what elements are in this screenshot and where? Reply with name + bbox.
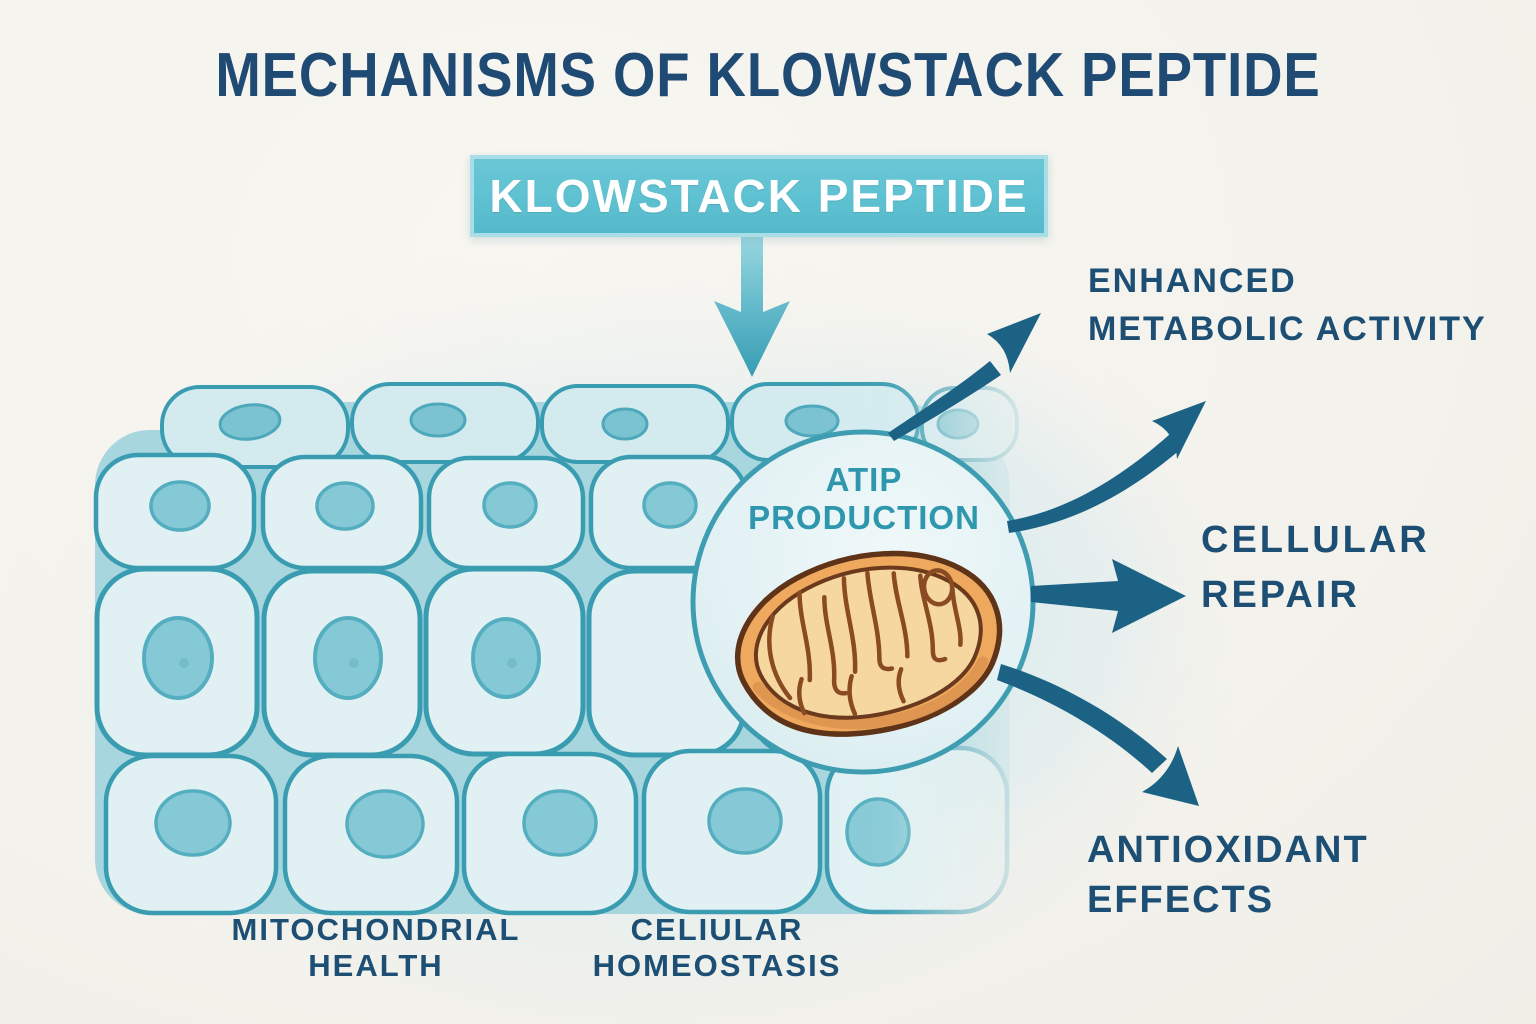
nucleolus [179, 658, 189, 668]
crista [797, 676, 807, 716]
crista [767, 614, 793, 701]
label-mitochondrial-health: MITOCHONDRIAL HEALTH [206, 912, 546, 984]
klowstack-peptide-banner: KLOWSTACK PEPTIDE [470, 155, 1048, 237]
cell-nucleus [218, 403, 282, 441]
crista [797, 590, 813, 683]
atip-line2: PRODUCTION [748, 499, 980, 536]
cell-nucleus [936, 408, 980, 440]
crista [822, 594, 849, 696]
crista [865, 570, 895, 672]
crista [847, 673, 858, 717]
crista-loop [921, 568, 955, 607]
label-antioxidant-effects: ANTIOXIDANT EFFECTS [1087, 825, 1369, 925]
cell-nucleus [315, 481, 375, 531]
outcome-line: ENHANCED [1088, 262, 1297, 300]
cell-nucleus [784, 404, 840, 438]
arrow-enhanced-metabolic-icon [888, 313, 1041, 441]
cell-nucleus [142, 616, 214, 700]
cell-nucleus [313, 616, 383, 700]
crista [918, 573, 948, 663]
cell-nuclei-4 [154, 787, 911, 867]
cell-nucleus [345, 789, 425, 859]
cell-nuclei-top [218, 402, 980, 441]
atip-line1: ATIP [825, 461, 903, 498]
tissue-label-line: MITOCHONDRIAL [231, 912, 521, 947]
mitochondrion-lower-band [752, 656, 989, 730]
atip-production-label: ATIP PRODUCTION [743, 461, 985, 537]
label-enhanced-metabolic-activity: ENHANCED METABOLIC ACTIVITY [1088, 257, 1487, 353]
label-celiular-homeostasis: CELIULAR HOMEOSTASIS [547, 912, 887, 984]
cell-nuclei-3 [142, 616, 541, 700]
banner-label: KLOWSTACK PEPTIDE [489, 170, 1029, 222]
cell-nucleus [149, 480, 211, 532]
arrow-antioxidant-icon [997, 664, 1199, 806]
outcome-line: EFFECTS [1087, 879, 1275, 921]
cell-tissue-illustration [93, 382, 1019, 916]
cell-nucleus [642, 481, 698, 529]
cell-nucleus [845, 797, 911, 867]
cell-nucleus [471, 617, 541, 699]
outcome-arrows [888, 313, 1206, 806]
cell-nucleus [707, 787, 783, 855]
mitochondrion-cristae [767, 568, 963, 717]
nucleolus [349, 658, 359, 668]
down-arrow-icon [714, 236, 790, 377]
outcome-line: METABOLIC ACTIVITY [1088, 310, 1487, 348]
cell-nucleus [601, 407, 649, 441]
cell-nucleus [154, 789, 232, 857]
crista [841, 576, 858, 674]
nucleolus [507, 658, 517, 668]
cell-nucleus [409, 402, 467, 438]
arrow-upper-right-icon [1007, 401, 1206, 533]
mitochondrion-illustration [734, 550, 1003, 737]
arrow-cellular-repair-icon [1031, 559, 1186, 633]
crista [891, 571, 910, 659]
outcome-line: ANTIOXIDANT [1087, 829, 1369, 871]
tissue-label-line: HEALTH [308, 948, 444, 983]
tissue-label-line: CELIULAR [630, 912, 804, 947]
outcome-line: REPAIR [1201, 574, 1360, 616]
tissue-label-line: HOMEOSTASIS [592, 948, 842, 983]
crista [896, 666, 906, 704]
cell-nuclei-2 [149, 480, 698, 532]
outcome-line: CELLULAR [1201, 519, 1430, 561]
page-title: MECHANISMS OF KLOWSTACK PEPTIDE [215, 41, 1321, 110]
cell-nucleus [522, 789, 598, 857]
cell-nucleus [482, 481, 538, 529]
cell-row-4 [103, 745, 1010, 916]
label-cellular-repair: CELLULAR REPAIR [1201, 513, 1430, 623]
